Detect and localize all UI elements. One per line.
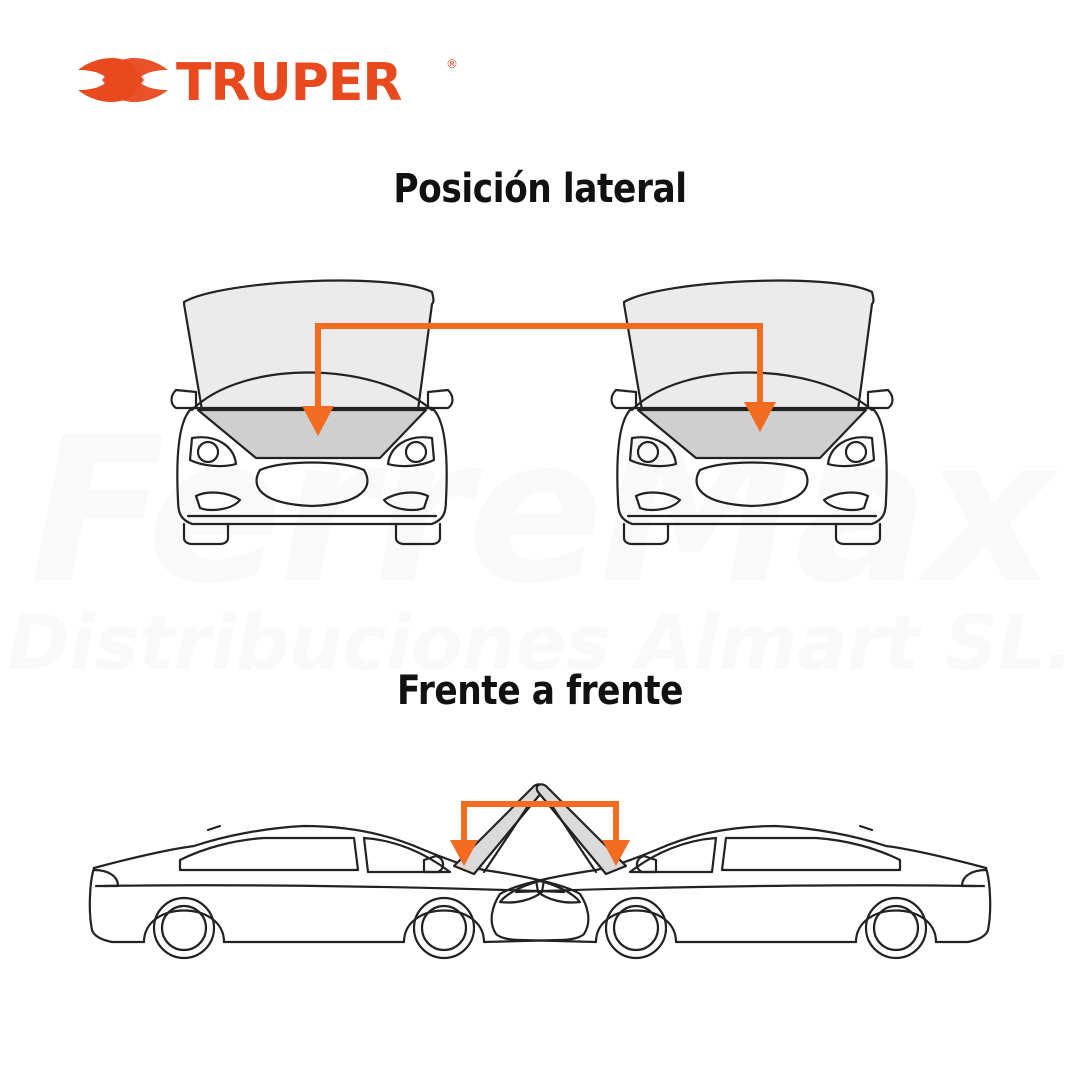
- brand-name: TRUPER: [176, 53, 401, 112]
- section-title-face-to-face: Frente a frente: [396, 668, 684, 714]
- arrow-head-right-icon: [744, 402, 776, 432]
- registered-mark: ®: [446, 57, 458, 71]
- arrow-connector-side: [315, 323, 763, 410]
- arrow-head-front-right-icon: [602, 840, 630, 866]
- side-view-car-left: [88, 783, 590, 960]
- section-title-side-by-side: Posición lateral: [393, 166, 687, 212]
- arrow-head-left-icon: [302, 406, 334, 436]
- truper-logo-icon: TRUPER ®: [78, 53, 458, 112]
- arrow-connector-front: [461, 801, 619, 844]
- arrow-head-front-left-icon: [450, 840, 478, 866]
- side-view-car-right: [490, 783, 992, 960]
- truper-logo: TRUPER ®: [78, 52, 468, 112]
